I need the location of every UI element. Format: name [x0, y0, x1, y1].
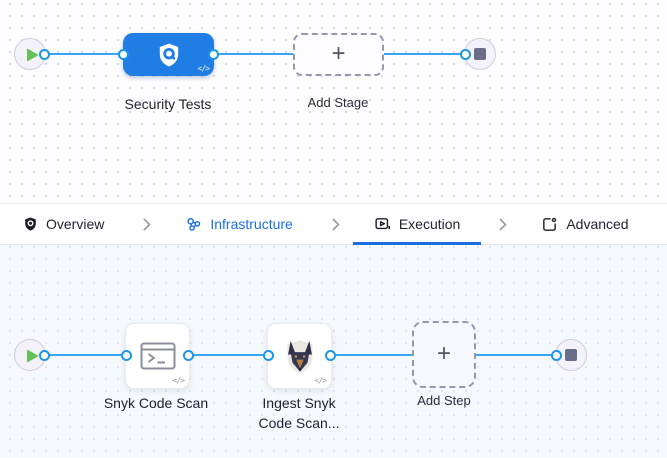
- start-out-port[interactable]: [39, 49, 50, 60]
- terminal-icon: [140, 342, 175, 370]
- play-icon: [27, 349, 38, 363]
- pipeline-end-node: [460, 38, 496, 70]
- tab-separator: [481, 204, 520, 244]
- snyk-dog-icon: [287, 339, 312, 373]
- pipeline-start-node: [14, 38, 50, 70]
- stage-canvas: </> + Security Tests Add Stage: [0, 0, 667, 203]
- end-in-port[interactable]: [460, 49, 471, 60]
- shield-icon: [25, 217, 36, 231]
- stage-connector-line: [38, 53, 470, 55]
- step-label: Ingest Snyk Code Scan...: [229, 393, 369, 433]
- add-step-label: Add Step: [417, 393, 471, 408]
- execution-end-node: [551, 339, 587, 371]
- stage-node-security-tests[interactable]: </>: [118, 33, 219, 76]
- tab-infrastructure[interactable]: Infrastructure: [164, 204, 313, 244]
- step-label-line1: Ingest Snyk: [262, 395, 336, 411]
- execution-icon: [375, 217, 390, 229]
- step-in-port[interactable]: [121, 350, 132, 361]
- chevron-right-icon: [494, 217, 508, 231]
- stop-icon: [565, 349, 577, 361]
- start-out-port[interactable]: [39, 350, 50, 361]
- chevron-right-icon: [326, 217, 340, 231]
- stage-in-port[interactable]: [118, 49, 129, 60]
- play-icon: [27, 48, 38, 62]
- step-node-snyk-code-scan[interactable]: </>: [121, 323, 194, 389]
- plus-icon: +: [436, 339, 451, 367]
- tab-label: Execution: [398, 216, 461, 232]
- step-label: Snyk Code Scan: [103, 395, 209, 411]
- end-in-port[interactable]: [551, 350, 562, 361]
- infrastructure-icon: [187, 217, 201, 231]
- step-out-port[interactable]: [183, 350, 194, 361]
- add-stage-label: Add Stage: [307, 95, 369, 110]
- step-out-port[interactable]: [325, 350, 336, 361]
- tab-label: Overview: [46, 216, 105, 232]
- tab-label: Advanced: [566, 216, 629, 232]
- stage-config-tab-bar: Overview Infrastructure Execution Advanc…: [0, 203, 667, 245]
- add-stage-button[interactable]: +: [293, 33, 384, 76]
- tab-separator: [314, 204, 353, 244]
- execution-canvas: </> </> + Snyk Code Scan Ingest Snyk Cod…: [0, 245, 667, 457]
- security-shield-icon: [159, 43, 178, 66]
- execution-start-node: [14, 339, 50, 371]
- active-tab-indicator: [352, 242, 482, 245]
- stop-icon: [474, 48, 486, 60]
- step-in-port[interactable]: [263, 350, 274, 361]
- plus-icon: +: [331, 39, 346, 67]
- tab-advanced[interactable]: Advanced: [520, 204, 649, 244]
- tab-execution[interactable]: Execution: [352, 204, 482, 245]
- code-icon: </>: [197, 64, 210, 73]
- tab-separator: [125, 204, 164, 244]
- add-step-button[interactable]: +: [412, 321, 476, 388]
- advanced-settings-icon: [543, 217, 557, 231]
- chevron-right-icon: [138, 217, 152, 231]
- tab-overview[interactable]: Overview: [2, 204, 125, 244]
- step-label-line2: Code Scan...: [258, 415, 340, 431]
- stage-out-port[interactable]: [208, 49, 219, 60]
- code-icon: </>: [172, 376, 185, 385]
- tab-label: Infrastructure: [210, 216, 293, 232]
- code-icon: </>: [314, 376, 327, 385]
- step-node-ingest-snyk[interactable]: </>: [263, 323, 336, 389]
- stage-label: Security Tests: [124, 96, 212, 112]
